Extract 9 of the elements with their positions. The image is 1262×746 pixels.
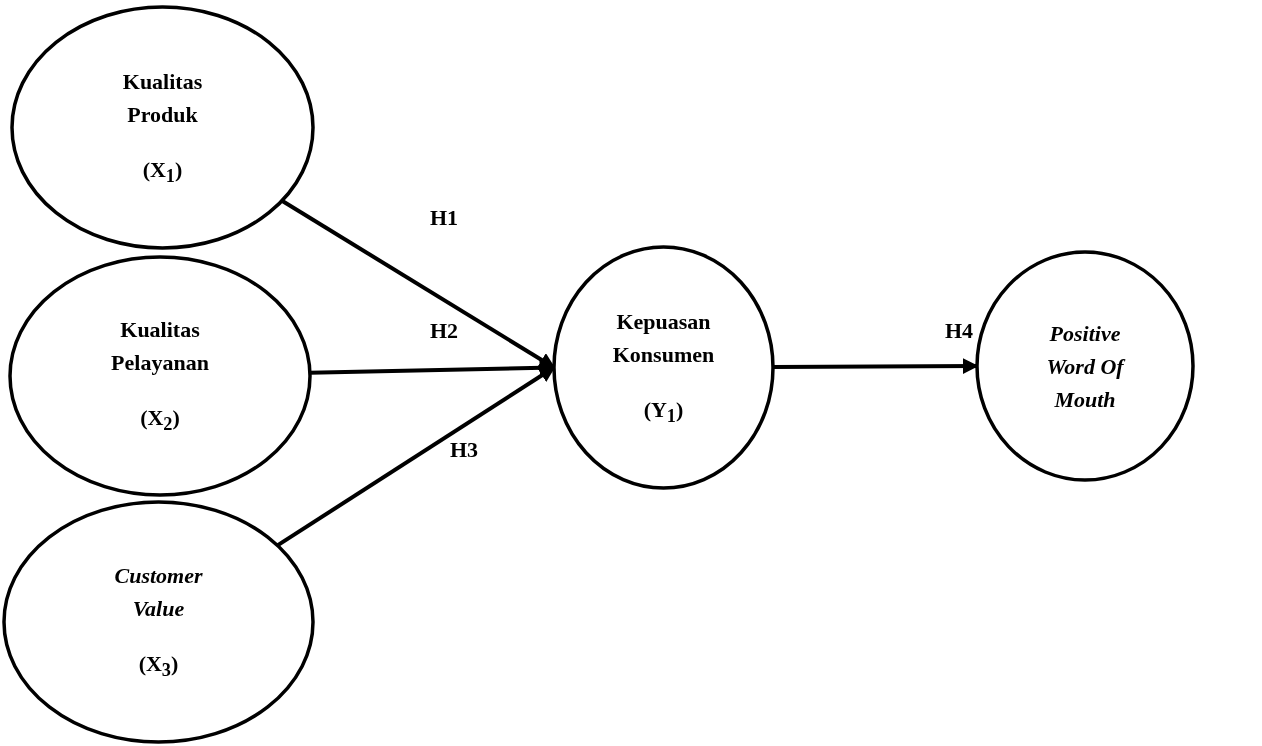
variable-symbol: (Y$_{1}$) — [643, 395, 684, 428]
variable-name: Kualitas Produk — [121, 67, 204, 129]
variable-symbol: (X$_{2}$) — [140, 404, 180, 437]
variable-symbol: (X$_{3}$) — [138, 650, 179, 683]
variable-name: Positive Word Of Mouth — [1045, 319, 1127, 414]
variable-name: Kepuasan Konsumen — [611, 307, 716, 369]
variable-symbol: (X$_{1}$) — [142, 155, 183, 188]
variable-name: Kualitas Pelayanan — [110, 316, 210, 378]
variable-name: Customer Value — [113, 562, 204, 624]
